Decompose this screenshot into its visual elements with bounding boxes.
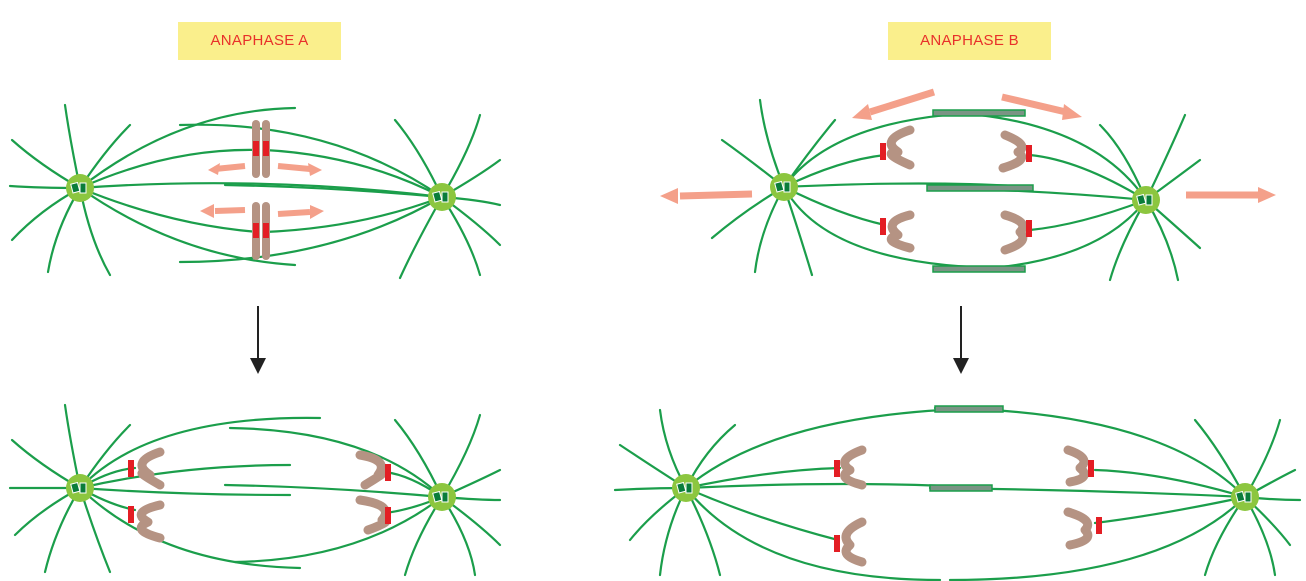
centrosome-icon xyxy=(427,482,457,512)
centrosome-icon xyxy=(65,473,95,503)
chromosome-icon xyxy=(834,445,1102,567)
anaphase-b-end-spindle xyxy=(613,405,1302,581)
centrosome-icon xyxy=(427,182,457,212)
centrosome-icon xyxy=(1131,185,1161,215)
chromosome-icon xyxy=(128,447,391,543)
force-arrow-icon xyxy=(660,88,1276,204)
centrosome-icon xyxy=(65,173,95,203)
centrosome-icon xyxy=(1230,482,1260,512)
anaphase-a-end-spindle xyxy=(8,403,502,577)
kinetochore-icon xyxy=(253,141,259,156)
kinetochore-icon xyxy=(880,143,886,160)
anaphase-a-label: ANAPHASE A xyxy=(178,22,341,60)
centrosome-icon xyxy=(671,473,701,503)
kinetochore-icon xyxy=(834,460,840,477)
chromosome-icon xyxy=(252,120,270,260)
anaphase-b-label: ANAPHASE B xyxy=(888,22,1051,60)
centrosome-icon xyxy=(769,172,799,202)
kinetochore-icon xyxy=(128,460,134,477)
force-arrow-icon xyxy=(200,163,324,219)
chromosome-icon xyxy=(880,125,1032,255)
anaphase-b-start-spindle xyxy=(660,88,1276,282)
anaphase-a-start-spindle xyxy=(8,103,502,280)
